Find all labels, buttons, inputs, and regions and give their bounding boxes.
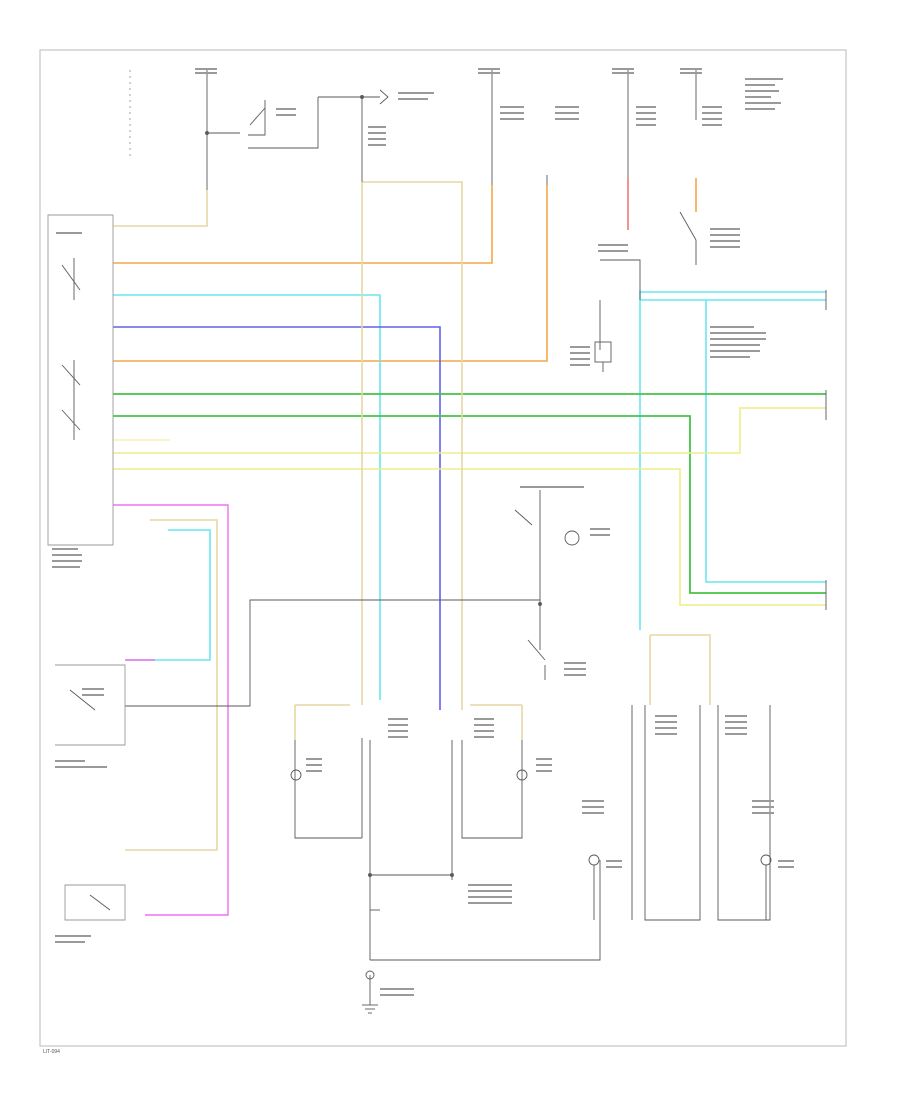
yellow-wires [113, 407, 826, 606]
orange-wires [113, 178, 697, 362]
diagram-code: LIT-094 [43, 1049, 60, 1055]
black-wires [47, 70, 827, 1014]
pink-wires [113, 504, 229, 916]
blue-wire [113, 326, 441, 710]
diagram-frame [39, 49, 847, 1047]
green-wires [113, 393, 826, 594]
component-label-blocks [52, 68, 794, 996]
tan-wires [113, 181, 711, 851]
